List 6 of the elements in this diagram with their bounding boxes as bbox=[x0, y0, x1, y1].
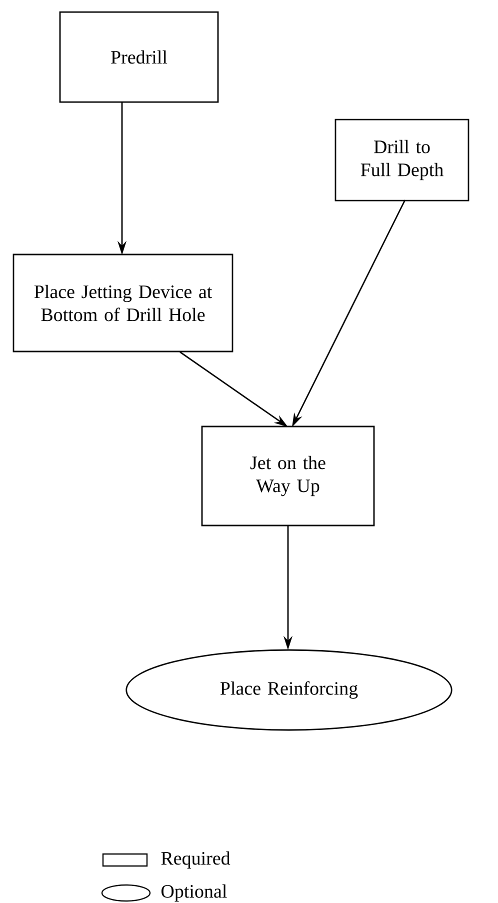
process-box: Jet on the Way Up bbox=[201, 426, 375, 526]
process-box: Predrill bbox=[59, 11, 219, 103]
process-box: Place Jetting Device at Bottom of Drill Hole bbox=[12, 254, 234, 352]
process-box: Drill to Full Depth bbox=[334, 118, 470, 202]
legend-label: Required bbox=[161, 851, 230, 869]
legend-label: Optional bbox=[161, 884, 227, 902]
